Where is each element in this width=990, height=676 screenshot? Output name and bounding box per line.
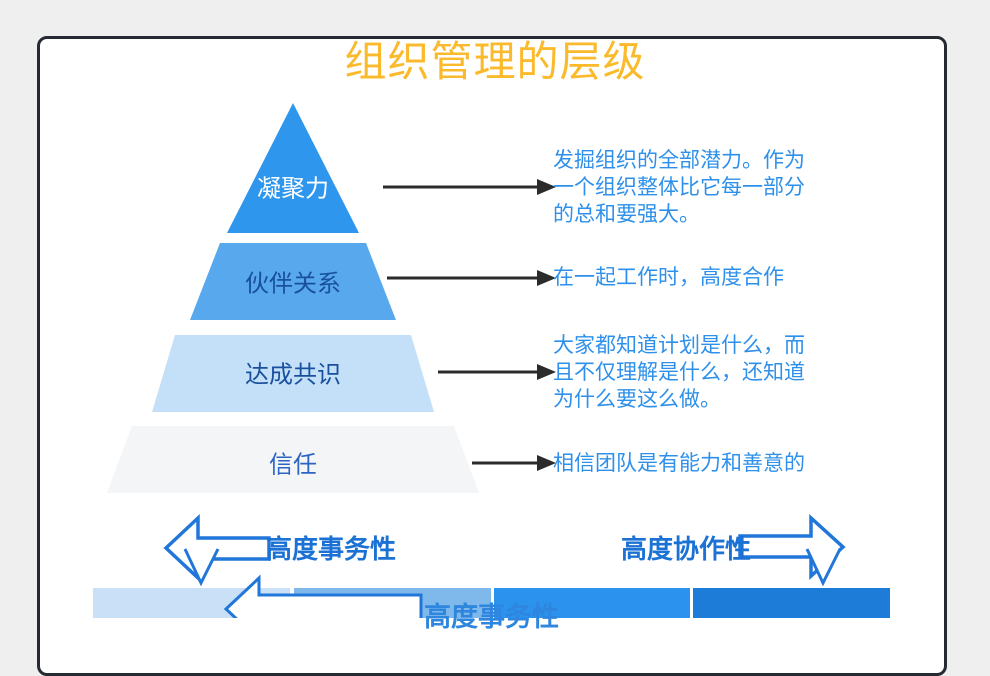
description-line: 大家都知道计划是什么，而	[553, 334, 805, 357]
connector-arrow-1	[383, 179, 556, 195]
bottom-bar-label: 高度事务性	[424, 602, 559, 632]
pyramid-level-1-shape	[227, 103, 359, 233]
bar-left-arrow-icon	[223, 574, 423, 618]
right-axis-label: 高度协作性	[621, 534, 752, 564]
slide-canvas: { "title": "组织管理的层级", "pyramid": { "leve…	[37, 36, 947, 676]
pyramid-level-2-shape	[190, 243, 396, 320]
level-1-description: 发掘组织的全部潜力。作为 一个组织整体比它每一部分 的总和要强大。	[553, 147, 821, 228]
description-line: 在一起工作时，高度合作	[553, 266, 784, 289]
level-3-description: 大家都知道计划是什么，而 且不仅理解是什么，还知道 为什么要这么做。	[553, 332, 821, 413]
left-axis-arrow-icon	[163, 513, 271, 583]
page-title: 组织管理的层级	[344, 38, 646, 85]
description-line: 相信团队是有能力和善意的	[553, 452, 805, 475]
description-line: 的总和要强大。	[553, 203, 700, 226]
pyramid-level-3-shape	[152, 335, 434, 412]
pyramid-level-4-shape	[107, 426, 479, 493]
description-line: 发掘组织的全部潜力。作为	[553, 149, 805, 172]
connector-arrow-3	[438, 364, 556, 380]
level-2-description: 在一起工作时，高度合作	[553, 264, 821, 291]
diagram-shapes	[93, 103, 890, 618]
pyramid-level-1-label: 凝聚力	[257, 175, 329, 203]
description-line: 一个组织整体比它每一部分	[553, 176, 805, 199]
connector-arrow-2	[387, 270, 556, 286]
pyramid-level-3-label: 达成共识	[245, 361, 341, 389]
pyramid-level-4-label: 信任	[269, 451, 317, 479]
description-line: 且不仅理解是什么，还知道	[553, 361, 805, 384]
bar-segment-4	[693, 588, 890, 618]
diagram-layer: 组织管理的层级	[93, 38, 890, 632]
level-4-description: 相信团队是有能力和善意的	[553, 450, 821, 477]
left-down-arrow-tip-icon	[183, 548, 220, 587]
right-down-arrow-tip-icon	[805, 548, 842, 587]
description-line: 为什么要这么做。	[553, 388, 721, 411]
left-axis-label: 高度事务性	[266, 534, 397, 564]
pyramid-level-2-label: 伙伴关系	[245, 270, 341, 298]
bar-segment-3	[494, 588, 690, 618]
connector-arrow-4	[472, 455, 556, 471]
